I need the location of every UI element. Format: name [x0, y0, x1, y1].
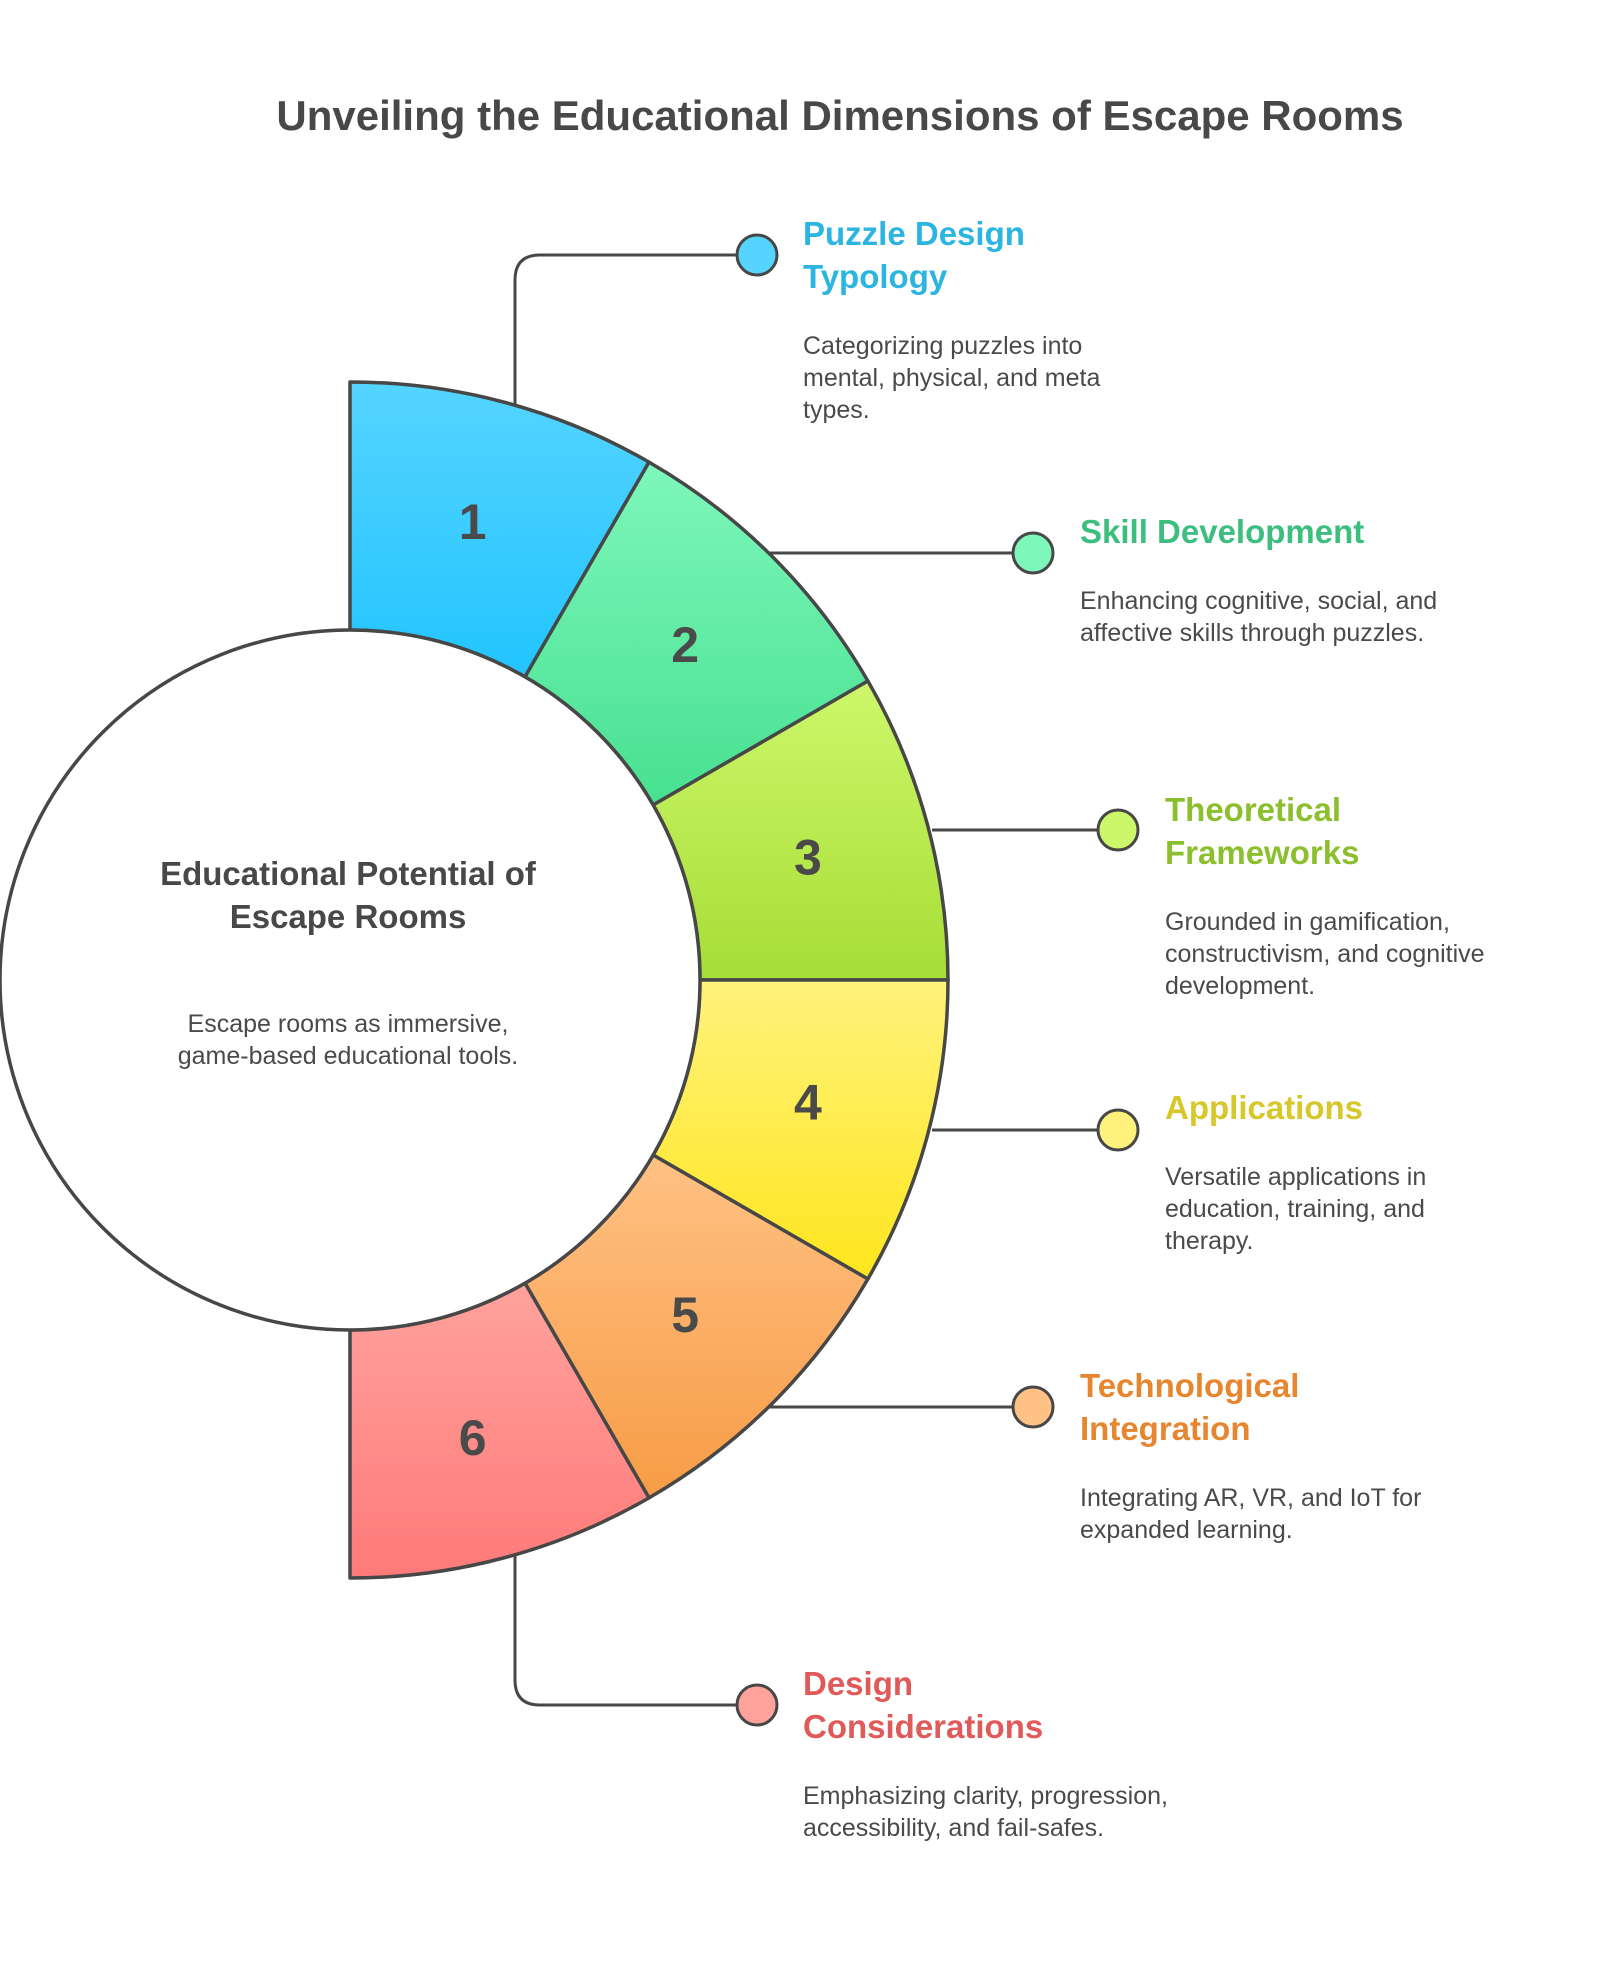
center-description: Escape rooms as immersive, game-based ed…: [177, 1010, 519, 1070]
item-description: Integrating AR, VR, and IoT for expanded…: [1080, 1484, 1422, 1544]
connector-dot-design-considerations: [735, 1683, 779, 1727]
item-description: Emphasizing clarity, progression, access…: [803, 1782, 1168, 1842]
connector-dot-puzzle-design: [735, 233, 779, 277]
item-description: Enhancing cognitive, social, and affecti…: [1080, 587, 1438, 647]
center-title: Educational Potential of Escape Rooms: [160, 855, 536, 935]
connectors: [513, 233, 1140, 1727]
connector-dot-skill-development: [1011, 531, 1055, 575]
item-description: Grounded in gamification, constructivism…: [1165, 908, 1485, 1000]
item-title: Applications: [1165, 1089, 1364, 1126]
segment-number-1: 1: [459, 494, 487, 550]
item-title: Technological Integration: [1080, 1367, 1300, 1447]
item-skill-development: Skill Development Enhancing cognitive, s…: [1080, 510, 1440, 649]
connector-dot-theoretical-frameworks: [1096, 808, 1140, 852]
connector-dot-applications: [1096, 1108, 1140, 1152]
connector-design-considerations: [513, 1556, 740, 1707]
segment-number-2: 2: [671, 617, 699, 673]
connector-puzzle-design: [513, 253, 740, 404]
item-title: Skill Development: [1080, 513, 1365, 550]
center-circle: [0, 628, 702, 1332]
item-technological-integration: Technological Integration Integrating AR…: [1080, 1364, 1421, 1546]
item-title: Design Considerations: [803, 1665, 1044, 1745]
item-description: Categorizing puzzles into mental, physic…: [803, 332, 1101, 424]
item-theoretical-frameworks: Theoretical Frameworks Grounded in gamif…: [1165, 788, 1485, 1002]
item-title: Theoretical Frameworks: [1165, 791, 1360, 871]
connector-dot-technological-integration: [1011, 1385, 1055, 1429]
page-title: Unveiling the Educational Dimensions of …: [276, 92, 1404, 139]
item-applications: Applications Versatile applications in e…: [1165, 1086, 1525, 1257]
segment-number-6: 6: [459, 1410, 487, 1466]
item-title: Puzzle Design Typology: [803, 215, 1025, 295]
segment-number-4: 4: [794, 1075, 822, 1131]
item-puzzle-design: Puzzle Design Typology Categorizing puzz…: [803, 212, 1123, 426]
ring-segments: [348, 380, 950, 1580]
item-description: Versatile applications in education, tra…: [1165, 1163, 1427, 1255]
segment-number-5: 5: [671, 1287, 699, 1343]
segment-numbers: 1 2 3 4 5 6: [459, 494, 822, 1466]
item-design-considerations: Design Considerations Emphasizing clarit…: [803, 1662, 1168, 1844]
segment-number-3: 3: [794, 829, 822, 885]
